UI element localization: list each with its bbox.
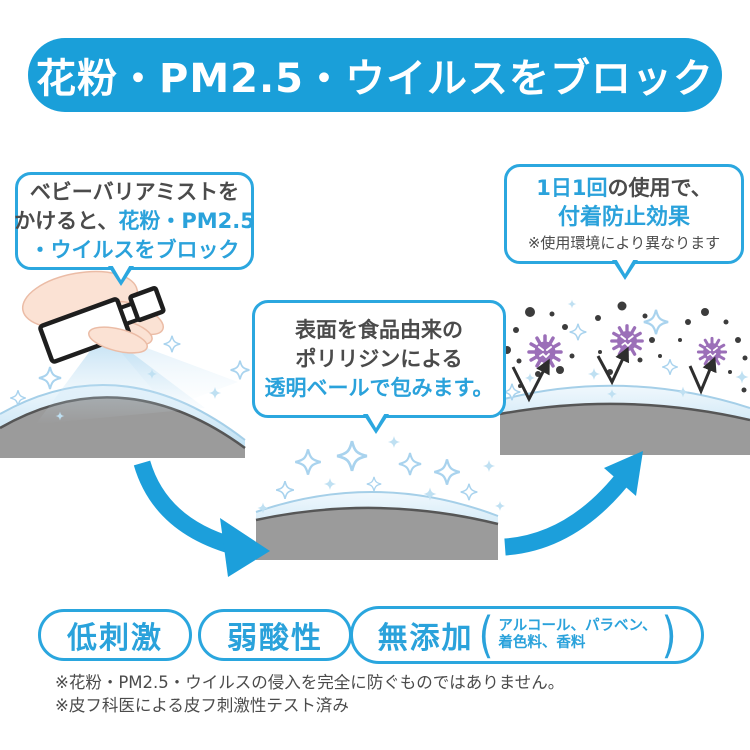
pm-particle-dots: [503, 301, 748, 393]
badge-additive-free-label: 無添加: [377, 621, 474, 656]
bubble-tail-fill: [366, 411, 386, 428]
bubble-right-note: ※使用環境により異なります: [527, 233, 721, 252]
paren-close: ): [661, 606, 677, 664]
skin-surface-right: [499, 384, 750, 455]
badge-additive-line2: 着色料、香料: [498, 635, 586, 651]
speech-bubble-effect: 1日1回の使用で、 付着防止効果 ※使用環境により異なります: [504, 164, 744, 280]
bubble-center-line3: 透明ベールで包みます。: [264, 375, 494, 400]
speech-bubble-spray: ベビーバリアミストを かけると、花粉・PM2.5 ・ウイルスをブロック: [14, 172, 255, 286]
bubble-center-line1: 表面を食品由来の: [295, 317, 463, 342]
bubble-left-line2: かけると、花粉・PM2.5: [14, 207, 255, 236]
curved-flow-arrow-left-icon: [133, 460, 270, 577]
footnote-2: ※皮フ科医による皮フ刺激性テスト済み: [55, 696, 349, 715]
bounce-v-arrow-icons: [511, 346, 717, 403]
badge-additive-line1: アルコール、パラベン、: [498, 618, 657, 634]
bubble-tail-fill: [111, 263, 131, 280]
bubble-tail-fill: [615, 257, 635, 274]
bubble-center-line2: ポリリジンによる: [295, 346, 463, 371]
badge-low-irritation: 低刺激: [38, 609, 192, 661]
badge-low-irritation-label: 低刺激: [67, 621, 163, 656]
paren-open: (: [478, 606, 494, 664]
footnotes: ※花粉・PM2.5・ウイルスの侵入を完全に防ぐものではありません。 ※皮フ科医に…: [55, 671, 564, 717]
hand-spray-bottle-icon: [21, 270, 166, 364]
bubble-right-line1-dark: の使用で、: [607, 175, 712, 200]
bubble-right-line1-blue: 1日1回: [536, 175, 608, 200]
badge-weak-acidity: 弱酸性: [198, 609, 352, 661]
badge-weak-acidity-label: 弱酸性: [227, 621, 323, 656]
bubble-right-line1: 1日1回の使用で、: [536, 174, 711, 203]
badge-additive-free: 無添加 ( アルコール、パラベン、 着色料、香料 ): [350, 606, 704, 664]
footnote-1: ※花粉・PM2.5・ウイルスの侵入を完全に防ぐものではありません。: [55, 673, 565, 692]
bubble-right-line2: 付着防止効果: [557, 204, 690, 230]
banner: 花粉・PM2.5・ウイルスをブロック: [28, 38, 722, 112]
bubble-left-line2-blue: 花粉・PM2.5: [118, 208, 255, 233]
curved-flow-arrow-right-icon: [504, 451, 643, 556]
banner-title: 花粉・PM2.5・ウイルスをブロック: [36, 56, 714, 102]
speech-bubble-veil: 表面を食品由来の ポリリジンによる 透明ベールで包みます。: [252, 300, 506, 434]
bubble-left-line3: ・ウイルスをブロック: [29, 237, 240, 262]
bubble-left-line1: ベビーバリアミストを: [29, 179, 240, 204]
badge-additive-list: アルコール、パラベン、 着色料、香料: [498, 618, 656, 652]
bubble-left-line2-dark: かけると、: [14, 208, 119, 233]
skin-surface-center: [255, 491, 499, 560]
virus-icon: [527, 324, 728, 370]
